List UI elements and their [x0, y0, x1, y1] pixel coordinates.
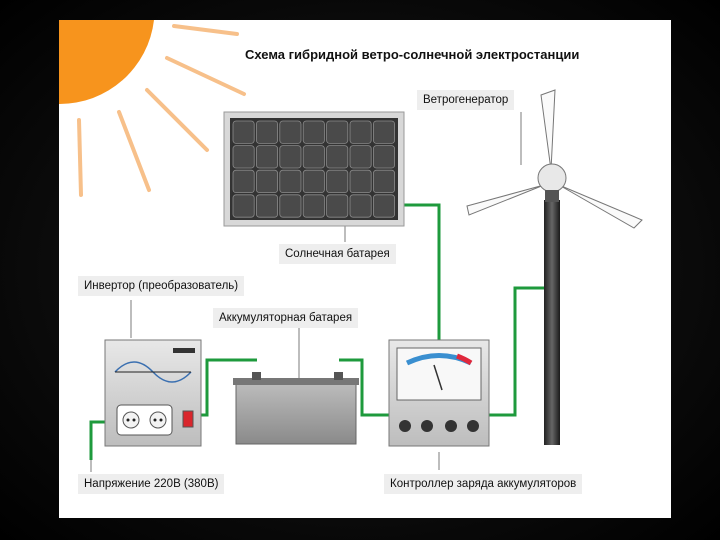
solar-cell [255, 194, 278, 218]
solar-cell [232, 194, 255, 218]
solar-cell [302, 120, 325, 144]
sun-icon [59, 20, 246, 197]
label-battery: Аккумуляторная батарея [213, 308, 359, 328]
solar-cell [372, 145, 395, 169]
solar-cell [279, 194, 302, 218]
solar-cell [349, 120, 372, 144]
solar-cell [232, 145, 255, 169]
solar-cell [349, 194, 372, 218]
solar-cell [326, 194, 349, 218]
solar-cell [232, 120, 255, 144]
diagram-title: Схема гибридной ветро-солнечной электрос… [245, 47, 580, 62]
solar-cell [372, 120, 395, 144]
diagram-graphics [59, 20, 643, 472]
solar-cell [326, 145, 349, 169]
solar-cell [279, 145, 302, 169]
solar-cell [302, 145, 325, 169]
battery-icon [233, 372, 359, 445]
solar-cell [372, 169, 395, 193]
label-charge-controller: Контроллер заряда аккумуляторов [384, 474, 583, 494]
label-wind-generator: Ветрогенератор [417, 90, 515, 110]
solar-cell [302, 194, 325, 218]
solar-cell [326, 169, 349, 193]
solar-cell [326, 120, 349, 144]
diagram-canvas: Схема гибридной ветро-солнечной электрос… [59, 20, 671, 518]
power-socket-icon [116, 404, 173, 436]
solar-cell [255, 145, 278, 169]
wiring [89, 203, 551, 460]
solar-cell [302, 169, 325, 193]
inverter-icon [104, 339, 202, 447]
label-voltage: Напряжение 220В (380В) [78, 474, 225, 494]
solar-cell [279, 120, 302, 144]
solar-cell [372, 194, 395, 218]
solar-cell [349, 145, 372, 169]
solar-cell [255, 120, 278, 144]
solar-cell [349, 169, 372, 193]
solar-cell [232, 169, 255, 193]
label-inverter: Инвертор (преобразователь) [78, 276, 245, 296]
solar-panel-icon [223, 111, 405, 227]
label-solar-panel: Солнечная батарея [279, 244, 396, 264]
solar-cell [255, 169, 278, 193]
solar-cell [279, 169, 302, 193]
wind-turbine-icon [466, 89, 643, 445]
charge-controller-icon [388, 339, 490, 447]
